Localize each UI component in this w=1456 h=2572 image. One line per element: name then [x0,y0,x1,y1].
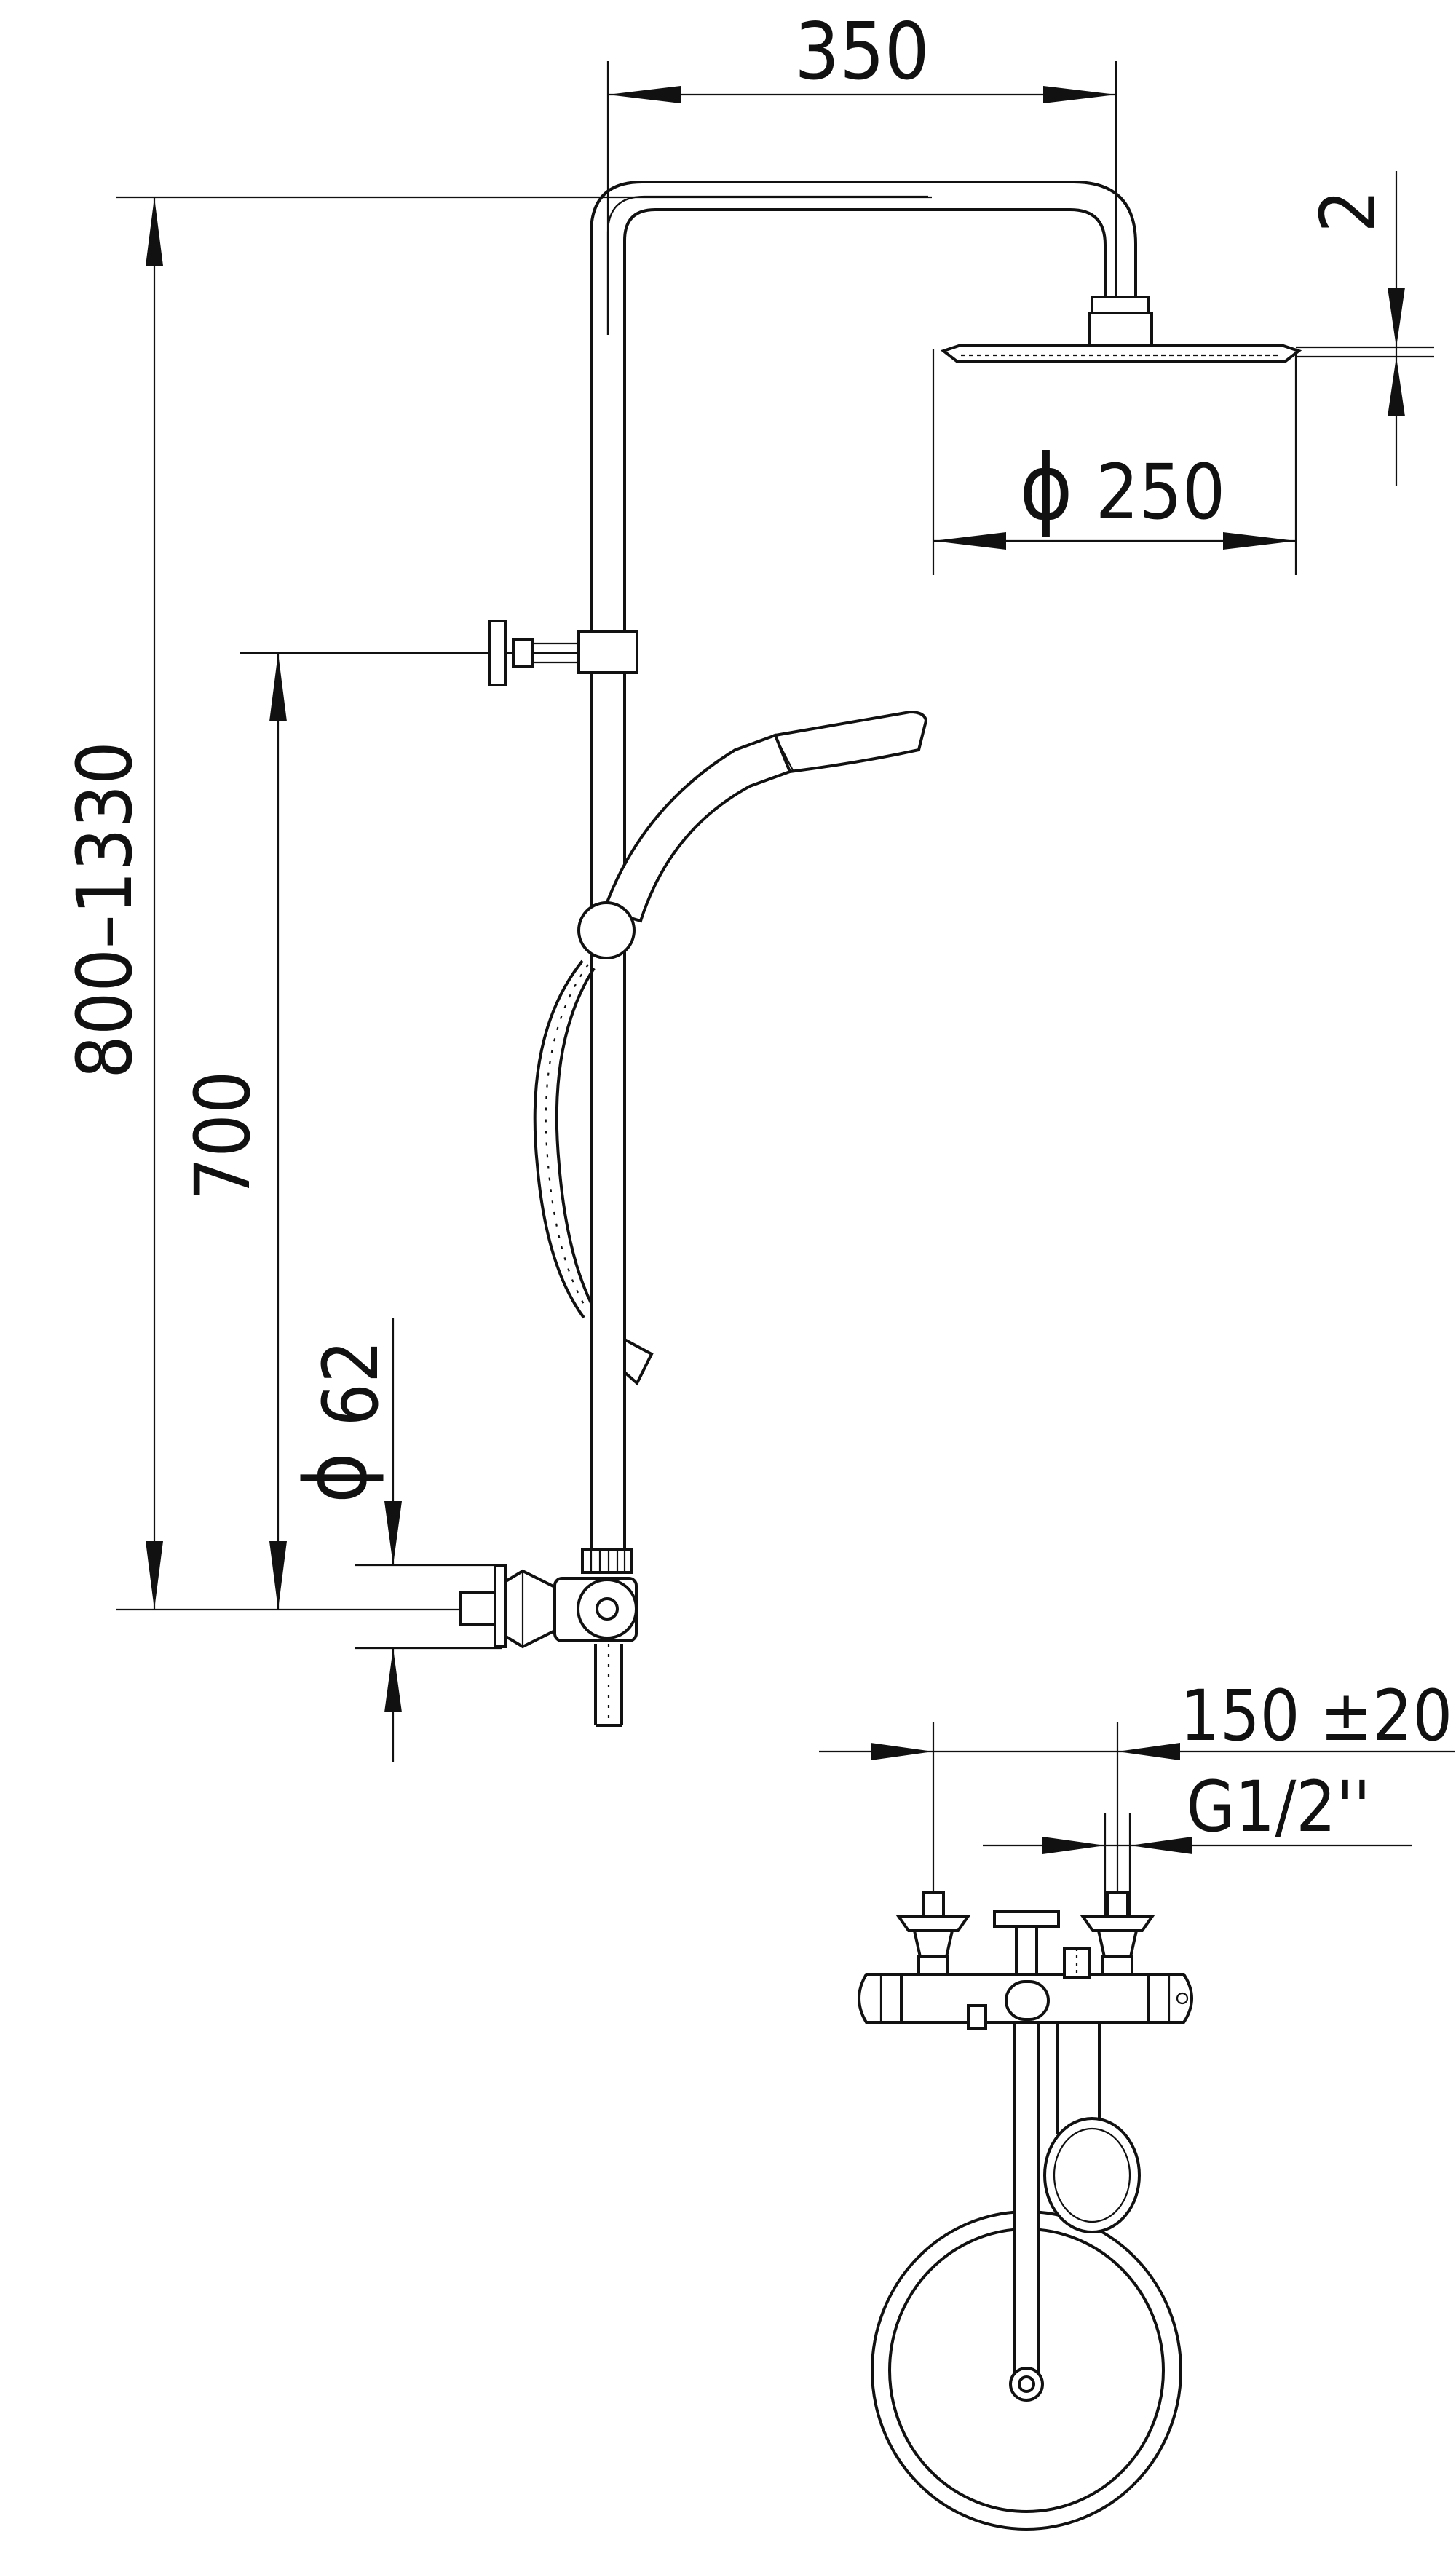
dimension-overall-height: 800–1330 [60,196,932,1611]
dim-label-g12: G1/2'' [1186,1766,1370,1848]
wall-bracket-upper [488,620,638,686]
hand-shower [577,710,928,959]
dimension-flange-diameter: ϕ 62 [285,1318,502,1762]
dim-label-phi-250-symbol: ϕ [1019,435,1073,540]
dim-label-150-20: 150 ±20 [1180,1675,1452,1757]
diverter-connector [459,1548,638,1727]
dimension-mixer-centers: 150 ±20 [819,1675,1455,1915]
dim-label-350: 350 [794,7,929,98]
dimension-bar-height: 700 [178,652,502,1610]
riser-pipe [590,181,1137,1551]
rain-shower-head [940,296,1302,363]
dim-label-62: 62 [306,1340,395,1426]
shower-hose [533,959,654,1386]
dimension-head-thickness: 2 [1296,171,1434,486]
dim-label-700: 700 [178,1071,267,1201]
mixer-top-view [858,1891,1193,2531]
dim-label-800-1330: 800–1330 [60,741,149,1078]
dimension-head-diameter: ϕ 250 [932,349,1297,575]
dim-label-250: 250 [1096,448,1226,537]
dim-label-phi-symbol: ϕ [285,1452,386,1503]
dim-label-2: 2 [1304,189,1393,233]
dimension-arm-projection: 350 [606,7,1117,335]
dimension-thread-size: G1/2'' [983,1766,1412,1915]
